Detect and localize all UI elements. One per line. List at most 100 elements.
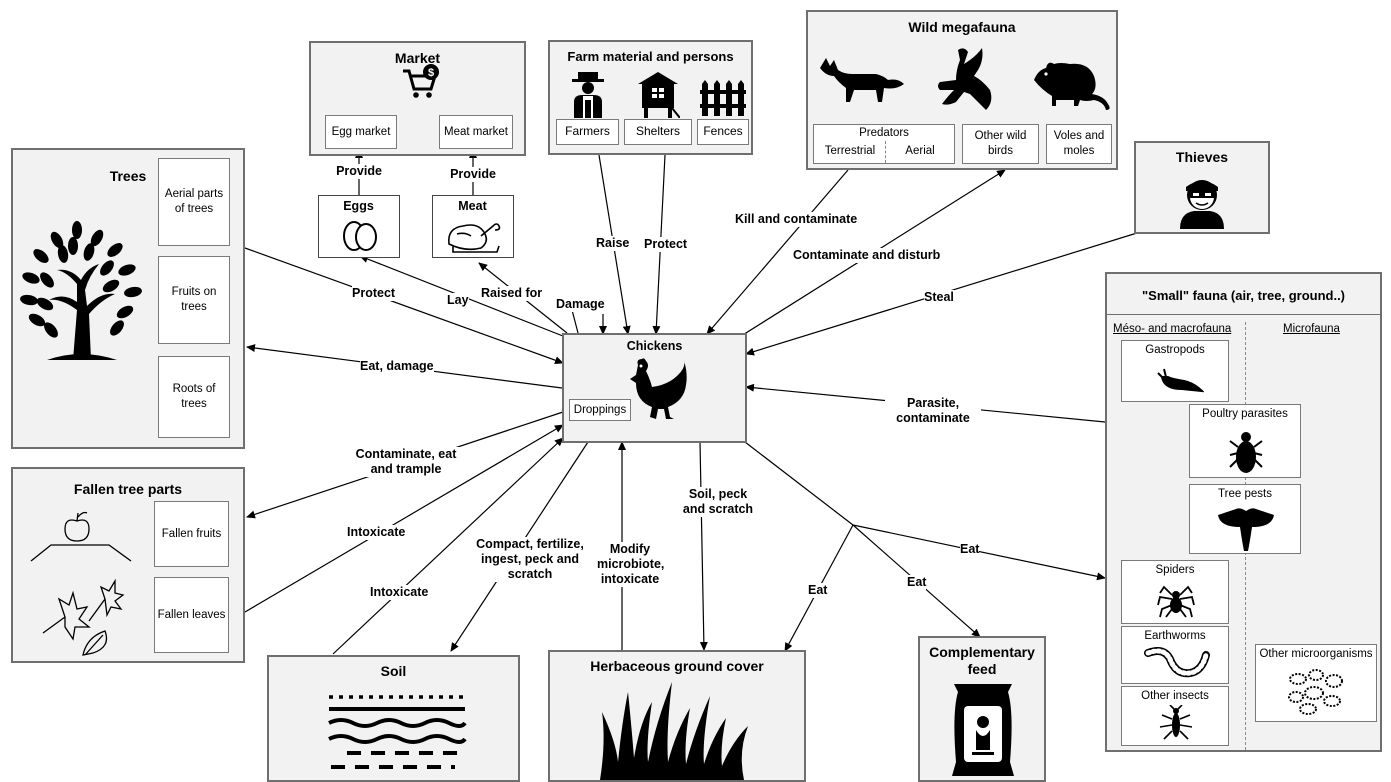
other-wild-birds-box: Other wild birds xyxy=(962,124,1039,164)
megafauna-title: Wild megafauna xyxy=(908,19,1016,35)
fences-box: Fences xyxy=(697,119,749,145)
herbaceous-title: Herbaceous ground cover xyxy=(590,658,764,674)
label-kill: Kill and contaminate xyxy=(735,212,858,227)
predators-divider xyxy=(885,141,886,163)
chicken-coop-icon xyxy=(638,72,680,118)
thieves-title: Thieves xyxy=(1175,149,1229,165)
label-provide-eggs: Provide xyxy=(334,164,384,179)
soil-box: Soil xyxy=(267,655,520,782)
label-compact: Compact, fertilize, ingest, peck and scr… xyxy=(474,537,586,582)
arrow-intoxicate-2 xyxy=(332,437,564,655)
roast-chicken-icon xyxy=(447,223,501,253)
micro-label: Microfauna xyxy=(1283,323,1340,335)
roots-box: Roots of trees xyxy=(158,356,230,438)
farmers-box: Farmers xyxy=(556,119,619,145)
trees-box: Trees Aerial parts of trees Fruits on tr… xyxy=(11,148,245,449)
earthworms-label: Earthworms xyxy=(1144,630,1206,642)
fence-icon xyxy=(700,80,746,116)
insect-icon xyxy=(1159,705,1193,740)
fruits-on-trees-box: Fruits on trees xyxy=(158,256,230,344)
small-fauna-title: "Small" fauna (air, tree, ground..) xyxy=(1141,288,1346,303)
aerial-label: Aerial xyxy=(905,145,935,157)
fallen-title: Fallen tree parts xyxy=(73,481,183,497)
louse-icon xyxy=(1229,432,1263,473)
eggs-box: Eggs xyxy=(318,195,400,258)
meat-title: Meat xyxy=(458,199,487,213)
label-lay: Lay xyxy=(447,293,469,308)
label-damage: Damage xyxy=(556,297,605,312)
svg-text:$: $ xyxy=(428,67,434,79)
meso-label: Méso- and macrofauna xyxy=(1113,323,1232,335)
label-steal: Steal xyxy=(924,290,954,305)
label-modify: Modify microbiote, intoxicate xyxy=(597,542,665,587)
small-fauna-divider xyxy=(1107,314,1380,315)
spiders-box: Spiders xyxy=(1121,560,1229,624)
label-raised-for: Raised for xyxy=(481,286,543,301)
soil-title: Soil xyxy=(380,663,407,679)
fallen-box: Fallen tree parts Fallen fruits Fallen l… xyxy=(11,467,245,663)
fallen-leaves-box: Fallen leaves xyxy=(154,577,229,653)
tree-pests-label: Tree pests xyxy=(1218,488,1272,500)
spiders-label: Spiders xyxy=(1155,564,1195,576)
label-intoxicate-2: Intoxicate xyxy=(370,585,429,600)
earthworms-box: Earthworms xyxy=(1121,626,1229,684)
grass-icon xyxy=(600,682,748,780)
arrow-intoxicate-1 xyxy=(244,424,564,613)
farmer-icon xyxy=(572,72,604,118)
poultry-parasites-label: Poultry parasites xyxy=(1202,408,1288,420)
egg-market-box: Egg market xyxy=(325,115,397,149)
eggs-title: Eggs xyxy=(343,199,374,213)
eggs-icon xyxy=(343,221,377,251)
label-raise: Raise xyxy=(596,236,630,251)
chicken-icon xyxy=(630,358,687,419)
label-intoxicate-1: Intoxicate xyxy=(347,525,406,540)
label-protect-farm: Protect xyxy=(644,237,688,252)
feed-title: Complementary feed xyxy=(929,644,1035,677)
thieves-box: Thieves xyxy=(1134,141,1270,234)
slug-icon xyxy=(1157,368,1204,393)
megafauna-box: Wild megafauna Predators Terrestrial Aer… xyxy=(806,10,1118,170)
arrow-kill xyxy=(706,169,849,335)
fallen-leaves-icon xyxy=(30,511,132,656)
feed-bag-icon xyxy=(952,684,1014,776)
small-fauna-box: "Small" fauna (air, tree, ground..) Méso… xyxy=(1105,272,1382,752)
label-eat-damage: Eat, damage xyxy=(360,359,434,374)
shelters-box: Shelters xyxy=(624,119,692,145)
vole-icon xyxy=(1034,62,1110,110)
label-provide-meat: Provide xyxy=(448,167,498,182)
aerial-parts-box: Aerial parts of trees xyxy=(158,158,230,246)
trees-title: Trees xyxy=(109,168,147,184)
label-contaminate-disturb: Contaminate and disturb xyxy=(793,248,941,263)
market-title: Market xyxy=(394,50,441,66)
feed-box: Complementary feed xyxy=(918,636,1046,782)
label-eat-herb: Eat xyxy=(808,583,828,598)
fallen-fruits-box: Fallen fruits xyxy=(154,501,229,567)
thief-icon xyxy=(1180,180,1224,229)
farm-title: Farm material and persons xyxy=(567,49,734,64)
label-eat-feed: Eat xyxy=(907,575,927,590)
arrow-soil-peck xyxy=(699,441,708,651)
gastropods-label: Gastropods xyxy=(1145,344,1205,356)
arrow-eat-trunk xyxy=(744,441,854,526)
chickens-box: Chickens Droppings xyxy=(562,333,747,443)
other-microorganisms-box: Other microorganisms xyxy=(1255,644,1377,722)
gastropods-box: Gastropods xyxy=(1121,340,1229,402)
market-box: Market $ Egg market Meat market xyxy=(309,41,526,156)
microorganisms-icon xyxy=(1288,669,1343,715)
tree-icon xyxy=(20,221,142,360)
chickens-title: Chickens xyxy=(626,339,683,353)
earthworm-icon xyxy=(1144,647,1210,678)
soil-layers-icon xyxy=(328,695,467,769)
label-parasite: Parasite, contaminate xyxy=(885,396,981,426)
spider-icon xyxy=(1157,585,1195,618)
other-insects-box: Other insects xyxy=(1121,686,1229,746)
other-insects-label: Other insects xyxy=(1141,690,1209,702)
shopping-cart-icon: $ xyxy=(403,64,439,98)
poultry-parasites-box: Poultry parasites xyxy=(1189,404,1301,478)
voles-moles-box: Voles and moles xyxy=(1046,124,1112,164)
tree-pests-box: Tree pests xyxy=(1189,484,1301,554)
moth-icon xyxy=(1218,508,1274,551)
other-microorganisms-label: Other microorganisms xyxy=(1259,648,1373,660)
label-protect-trees: Protect xyxy=(352,286,396,301)
fox-icon xyxy=(820,58,904,102)
